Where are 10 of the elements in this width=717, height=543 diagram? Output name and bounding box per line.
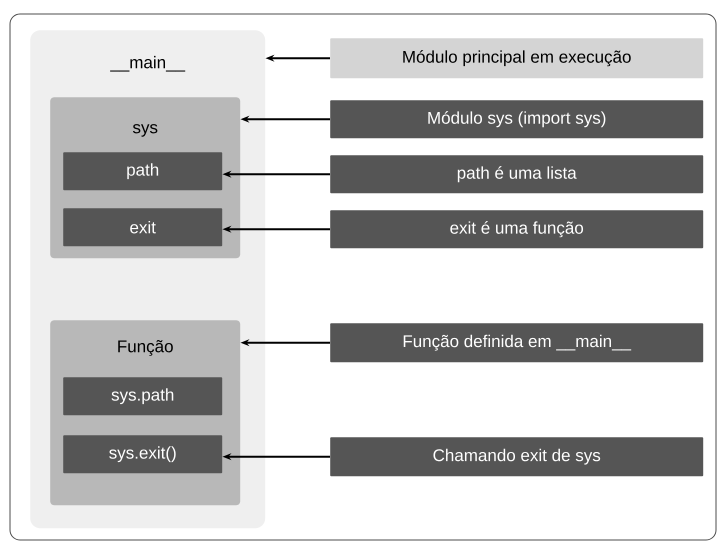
- label-box: exit: [63, 208, 222, 246]
- label-box: Chamando exit de sys: [330, 437, 704, 476]
- label-box: path é uma lista: [330, 155, 704, 194]
- label-box: Módulo sys (import sys): [330, 100, 704, 138]
- label-box: Função definida em __main__: [330, 323, 704, 362]
- label-box: exit é uma função: [330, 210, 704, 248]
- label-box: path: [63, 152, 222, 190]
- label-box: sys.exit(): [63, 435, 222, 474]
- label-box: sys.path: [63, 377, 222, 416]
- label-box: Módulo principal em execução: [330, 38, 704, 78]
